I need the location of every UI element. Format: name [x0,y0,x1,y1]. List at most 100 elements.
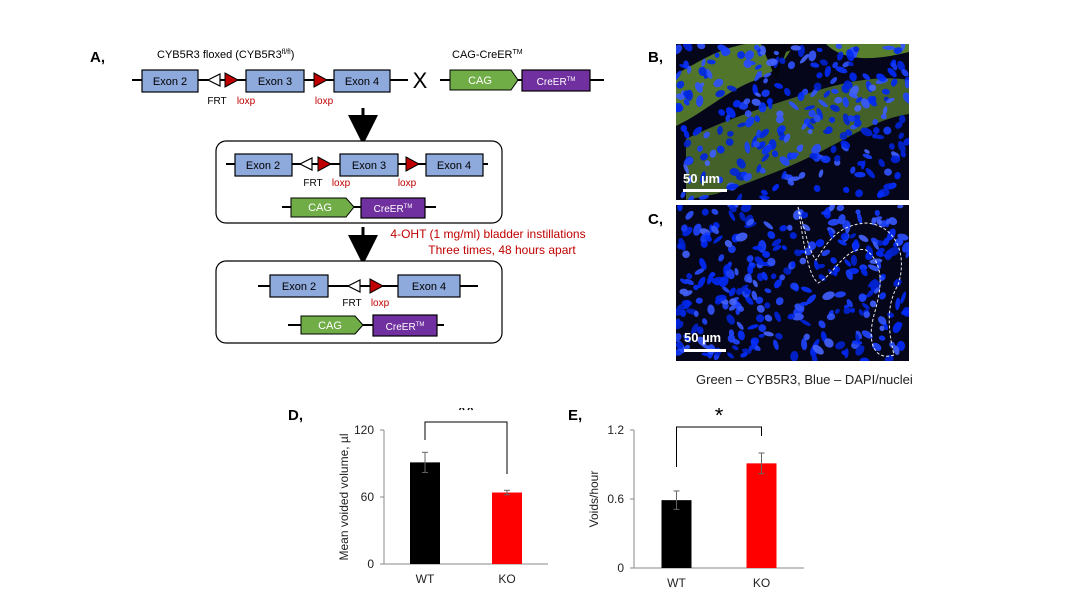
nucleus [855,189,863,198]
nucleus [789,232,797,240]
nucleus [715,89,726,98]
nucleus [746,276,753,284]
nucleus [735,193,743,200]
nucleus [862,73,871,81]
nucleus [844,259,852,267]
nucleus [864,149,870,154]
nucleus [804,105,816,111]
nucleus [783,267,792,275]
nucleus [822,291,835,301]
nucleus [761,271,768,281]
nucleus [759,45,767,56]
nuclei-layer [676,44,909,200]
nucleus [781,170,787,180]
nucleus [850,254,858,266]
creer-label: CreERTM [537,77,576,88]
nucleus [695,297,703,304]
nucleus [876,219,882,225]
nucleus [804,247,813,256]
nucleus [737,51,745,59]
nucleus [813,184,821,193]
nucleus [873,127,880,134]
nucleus [833,265,838,277]
nucleus [775,332,783,340]
exon3-label: Exon 3 [258,76,292,88]
nucleus [711,225,719,235]
nucleus [699,257,707,270]
nucleus [834,155,841,162]
nucleus [740,205,752,213]
nucleus [685,89,693,101]
nucleus [698,195,709,200]
nucleus [767,231,776,239]
nucleus [806,294,817,305]
nucleus [787,224,793,231]
nucleus [798,171,806,179]
nucleus [773,50,780,56]
nucleus [754,115,760,123]
nucleus [779,225,788,232]
nucleus [779,156,790,166]
nucleus [683,130,690,139]
nucleus [732,339,740,345]
nucleus [773,279,782,289]
nucleus [726,268,735,280]
nucleus [803,118,811,125]
nucleus [879,325,885,332]
nucleus [836,51,844,61]
nucleus [843,307,851,315]
nucleus [884,168,892,176]
nucleus [856,211,863,225]
frt-site [206,73,221,87]
nucleus [794,249,802,257]
nucleus [876,260,882,270]
nucleus [790,282,799,291]
nucleus [820,155,831,164]
loxp-label: loxp [371,298,390,309]
nucleus [810,62,820,68]
frt-label: FRT [207,96,226,107]
nucleus [874,134,885,140]
cag-creer-transgene: CAG CreERTM [440,69,604,92]
nucleus [755,345,761,351]
nucleus [707,304,715,315]
nucleus [686,65,692,74]
nucleus [763,221,774,230]
nucleus [737,305,744,312]
nucleus [766,98,773,105]
nucleus [885,218,892,225]
nucleus [831,88,839,94]
bar-wt [410,462,440,564]
nucleus [870,280,882,288]
scale-bar [684,349,726,352]
nucleus [893,345,900,355]
exon4-box [397,274,461,298]
loxp-site [313,72,329,88]
nucleus [835,341,846,350]
nucleus [779,274,786,281]
nucleus [727,130,734,137]
nucleus [860,268,868,277]
nucleus [773,339,779,351]
nucleus [680,191,686,199]
nucleus [826,313,836,321]
nucleus [758,102,767,113]
nucleus [715,294,727,302]
nucleus [747,264,754,275]
nucleus [874,210,880,216]
nucleus [764,288,772,294]
nucleus [878,316,887,325]
nucleus [700,153,708,161]
nucleus [821,249,831,257]
nucleus [729,205,737,213]
panel-c-label: C, [648,211,663,228]
nucleus [897,140,906,153]
nucleus [861,98,870,109]
cross-symbol: X [413,68,428,93]
nucleus [865,168,875,179]
nucleus [732,99,741,108]
nucleus [713,235,723,244]
nucleus [850,166,856,174]
nucleus [855,97,863,103]
nucleus [744,50,755,60]
